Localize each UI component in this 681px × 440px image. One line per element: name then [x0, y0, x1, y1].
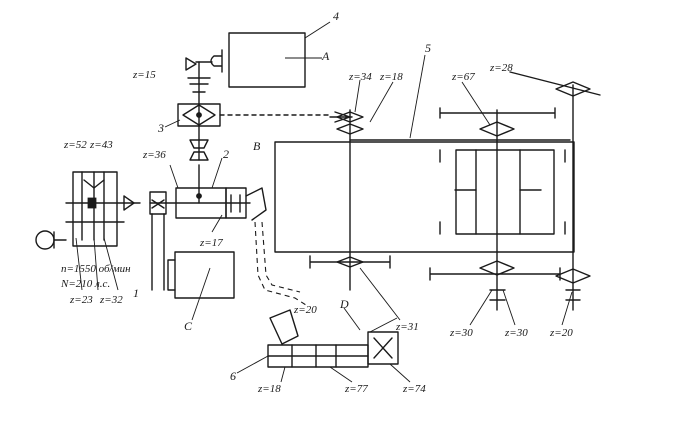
unit-a-label: A: [321, 49, 330, 63]
leaders: [169, 79, 573, 326]
unit-2: [149, 157, 267, 221]
callout-4: 4: [333, 9, 339, 23]
gear-z36-label: z=36: [142, 149, 166, 161]
gear-z18-bottom-label: z=18: [257, 383, 281, 395]
callout-3: 3: [157, 121, 164, 135]
gearbox-1: [35, 171, 141, 291]
gear-z74-label: z=74: [402, 383, 426, 395]
callout-1: 1: [133, 286, 139, 300]
gear-z20-left-label: z=20: [293, 304, 317, 316]
gear-z15-label: z=15: [132, 69, 156, 81]
unit-d-label: D: [339, 297, 349, 311]
unit-6: [236, 307, 411, 383]
gear-z30-right-label: z=30: [504, 327, 528, 339]
gear-z32-label: z=32: [99, 294, 123, 306]
callout-5: 5: [425, 41, 431, 55]
unit-b-label: B: [253, 139, 261, 153]
axle-shafts: [309, 71, 601, 311]
gear-z67-label: z=67: [451, 71, 475, 83]
gear-z23-label: z=23: [69, 294, 93, 306]
unit-c-label: C: [184, 319, 193, 333]
gear-z52-label: z=52: [63, 139, 87, 151]
bevel-gear-stack: [164, 61, 331, 161]
callout-2: 2: [223, 147, 229, 161]
power-label: N=210 л.с.: [60, 278, 110, 290]
gear-z17-label: z=17: [199, 237, 223, 249]
gear-z43-label: z=43: [89, 139, 113, 151]
unit-a: [185, 21, 331, 88]
gear-z77-label: z=77: [344, 383, 368, 395]
gear-z20-right-label: z=20: [549, 327, 573, 339]
frame-5: [274, 54, 575, 253]
gear-z30-left-label: z=30: [449, 327, 473, 339]
belt-drive: [149, 191, 235, 321]
gear-z18-top-label: z=18: [379, 71, 403, 83]
gear-z34-label: z=34: [348, 71, 372, 83]
transfer-line-2: [261, 221, 301, 293]
speed-label: n=1550 об/мин: [61, 263, 131, 275]
gear-z28-label: z=28: [489, 62, 513, 74]
gear-z31-label: z=31: [395, 321, 419, 333]
callout-6: 6: [230, 369, 236, 383]
